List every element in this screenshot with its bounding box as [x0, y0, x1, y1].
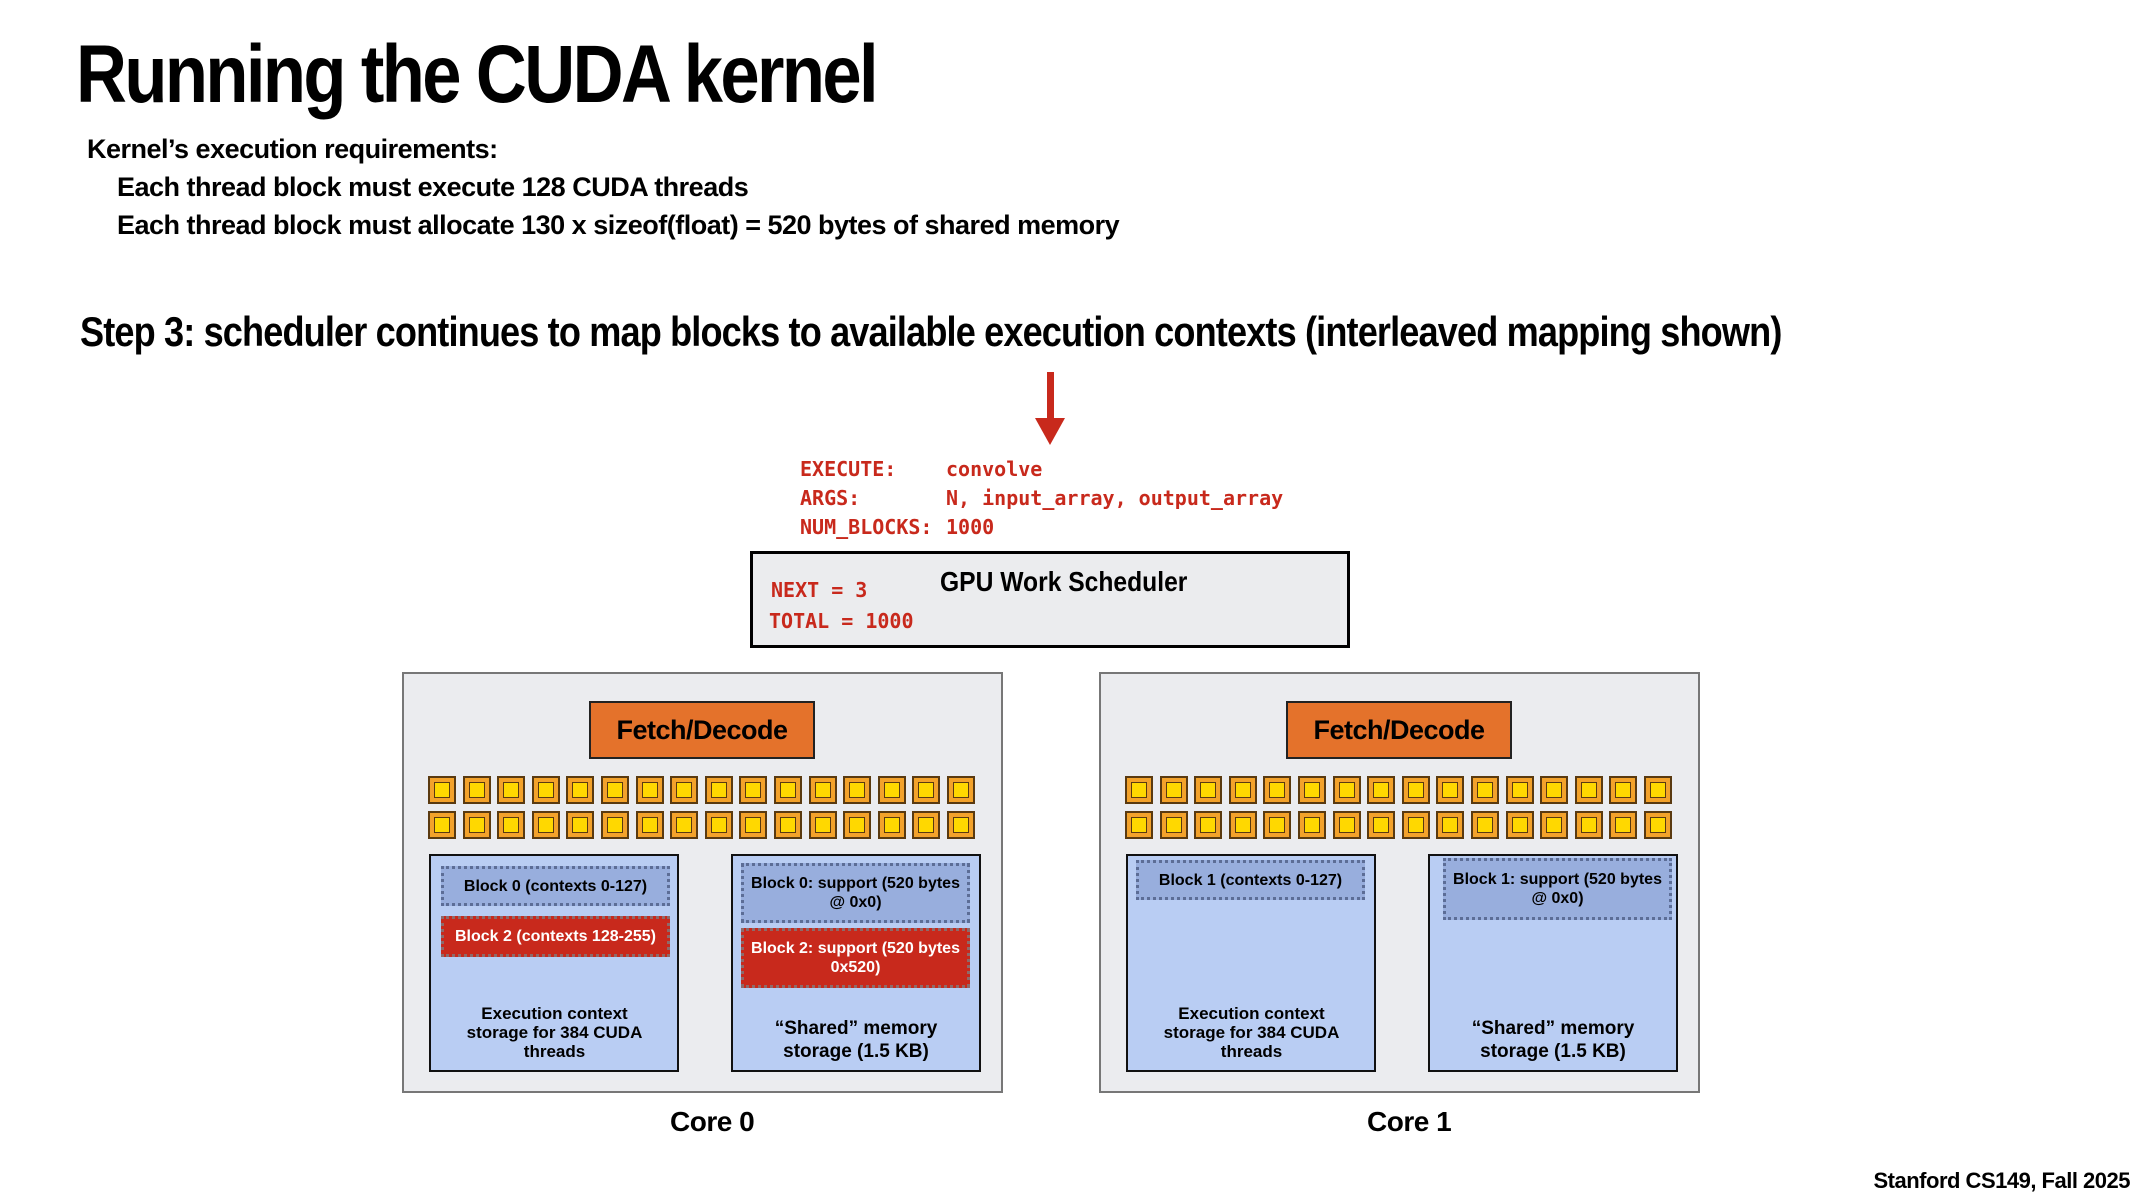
- alu-core-1-r0-c0: [1125, 776, 1153, 804]
- num-blocks-value: 1000: [946, 515, 995, 539]
- alu-core-0-r1-c0: [428, 811, 456, 839]
- core-0-block-0-support: Block 0: support (520 bytes @ 0x0): [741, 863, 970, 923]
- alu-core-0-r0-c0: [428, 776, 456, 804]
- core-0-block-0-contexts: Block 0 (contexts 0-127): [441, 866, 670, 906]
- alu-core-0-r1-c2: [497, 811, 526, 839]
- alu-core-0-r1-c4: [566, 811, 595, 839]
- alu-core-0-r1-c14: [912, 811, 941, 839]
- alu-core-0-r1-c3: [531, 811, 560, 839]
- requirement-threads: Each thread block must execute 128 CUDA …: [117, 172, 749, 202]
- alu-core-0-r1-c1: [462, 811, 491, 839]
- scheduler-total: TOTAL = 1000: [769, 609, 914, 633]
- core-1-block-1-contexts: Block 1 (contexts 0-127): [1136, 860, 1365, 900]
- core-1-exec-storage-label: Execution context storage for 384 CUDA t…: [1163, 1004, 1340, 1061]
- core-1-fetch-decode: Fetch/Decode: [1286, 701, 1512, 759]
- alu-core-1-r0-c2: [1194, 776, 1223, 804]
- alu-core-1-r0-c9: [1436, 776, 1465, 804]
- alu-core-1-r1-c14: [1609, 811, 1638, 839]
- alu-core-0-r0-c12: [843, 776, 872, 804]
- alu-core-0-r1-c12: [843, 811, 872, 839]
- alu-core-1-r1-c1: [1159, 811, 1188, 839]
- alu-core-1-r0-c1: [1159, 776, 1188, 804]
- down-arrow-icon: [1047, 372, 1054, 420]
- alu-core-1-r1-c13: [1574, 811, 1603, 839]
- alu-core-1-r0-c4: [1263, 776, 1292, 804]
- alu-core-1-r1-c2: [1194, 811, 1223, 839]
- alu-core-0-r0-c5: [601, 776, 629, 804]
- alu-core-0-r1-c9: [739, 811, 768, 839]
- alu-core-0-r1-c15: [947, 811, 975, 839]
- alu-core-1-r1-c8: [1401, 811, 1430, 839]
- execute-key: EXECUTE:: [800, 457, 897, 481]
- requirements-heading: Kernel’s execution requirements:: [87, 134, 498, 164]
- alu-core-0-r0-c6: [635, 776, 664, 804]
- alu-core-0-r0-c14: [912, 776, 941, 804]
- alu-core-1-r1-c12: [1540, 811, 1569, 839]
- alu-core-1-r0-c8: [1401, 776, 1430, 804]
- alu-core-1-r1-c0: [1125, 811, 1153, 839]
- alu-core-1-r1-c6: [1332, 811, 1361, 839]
- alu-core-1-r1-c7: [1367, 811, 1396, 839]
- alu-core-1-r1-c10: [1471, 811, 1499, 839]
- alu-core-0-r0-c10: [774, 776, 802, 804]
- alu-core-1-r0-c13: [1574, 776, 1603, 804]
- alu-core-0-r1-c13: [877, 811, 906, 839]
- alu-core-0-r1-c5: [601, 811, 629, 839]
- core-1-shared-storage-label: “Shared” memory storage (1.5 KB): [1471, 1018, 1635, 1062]
- core-0-fetch-decode: Fetch/Decode: [589, 701, 815, 759]
- alu-core-1-r0-c6: [1332, 776, 1361, 804]
- alu-core-1-r0-c12: [1540, 776, 1569, 804]
- alu-core-0-r0-c8: [704, 776, 733, 804]
- alu-core-1-r1-c11: [1505, 811, 1534, 839]
- scheduler-next: NEXT = 3: [771, 578, 868, 602]
- execute-value: convolve: [946, 457, 1043, 481]
- down-arrow-head-icon: [1035, 418, 1065, 445]
- alu-core-1-r0-c5: [1298, 776, 1326, 804]
- alu-core-0-r1-c10: [774, 811, 802, 839]
- core-0-block-2-support: Block 2: support (520 bytes 0x520): [741, 928, 970, 988]
- core-0-shared-storage-label: “Shared” memory storage (1.5 KB): [774, 1018, 938, 1062]
- alu-core-0-r1-c7: [670, 811, 699, 839]
- core-0-label: Core 0: [670, 1106, 755, 1137]
- core-0-block-2-contexts: Block 2 (contexts 128-255): [441, 916, 670, 957]
- gpu-work-scheduler: [750, 551, 1350, 648]
- alu-core-1-r1-c15: [1644, 811, 1672, 839]
- alu-core-0-r0-c1: [462, 776, 491, 804]
- alu-core-1-r0-c14: [1609, 776, 1638, 804]
- alu-core-1-r0-c15: [1644, 776, 1672, 804]
- core-1-label: Core 1: [1367, 1106, 1452, 1137]
- alu-core-1-r1-c4: [1263, 811, 1292, 839]
- scheduler-title: GPU Work Scheduler: [940, 566, 1188, 597]
- args-value: N, input_array, output_array: [946, 486, 1284, 510]
- alu-core-0-r1-c8: [704, 811, 733, 839]
- core-1-block-1-support: Block 1: support (520 bytes @ 0x0): [1443, 858, 1672, 920]
- alu-core-0-r0-c15: [947, 776, 975, 804]
- alu-core-1-r1-c3: [1228, 811, 1257, 839]
- alu-core-1-r0-c11: [1505, 776, 1534, 804]
- alu-core-1-r1-c5: [1298, 811, 1326, 839]
- alu-core-0-r0-c11: [808, 776, 837, 804]
- alu-core-1-r1-c9: [1436, 811, 1465, 839]
- alu-core-1-r0-c7: [1367, 776, 1396, 804]
- alu-core-1-r0-c10: [1471, 776, 1499, 804]
- alu-core-0-r0-c13: [877, 776, 906, 804]
- alu-core-0-r1-c11: [808, 811, 837, 839]
- args-key: ARGS:: [800, 486, 861, 510]
- alu-core-0-r0-c2: [497, 776, 526, 804]
- alu-core-0-r1-c6: [635, 811, 664, 839]
- step-caption: Step 3: scheduler continues to map block…: [80, 308, 1782, 355]
- alu-core-0-r0-c4: [566, 776, 595, 804]
- slide-title: Running the CUDA kernel: [76, 29, 879, 120]
- alu-core-1-r0-c3: [1228, 776, 1257, 804]
- course-footer: Stanford CS149, Fall 2025: [1873, 1168, 2131, 1193]
- alu-core-0-r0-c7: [670, 776, 699, 804]
- core-0-exec-storage-label: Execution context storage for 384 CUDA t…: [466, 1004, 643, 1061]
- alu-core-0-r0-c9: [739, 776, 768, 804]
- alu-core-0-r0-c3: [531, 776, 560, 804]
- requirement-shared-memory: Each thread block must allocate 130 x si…: [117, 210, 1120, 240]
- num-blocks-key: NUM_BLOCKS:: [800, 515, 933, 539]
